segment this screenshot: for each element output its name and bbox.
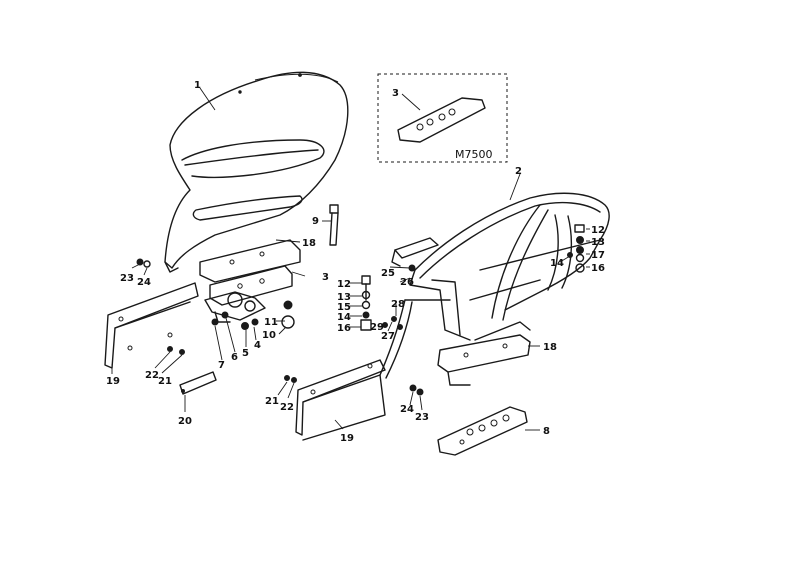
callout-22-mid: 22: [280, 402, 294, 413]
callout-3: 3: [322, 272, 329, 283]
hardware-stack-right: [567, 224, 585, 273]
callout-20: 20: [178, 416, 192, 427]
right-fender: [379, 192, 610, 379]
callout-23-left: 23: [120, 273, 134, 284]
left-shield: [104, 282, 199, 369]
callout-12-right: 12: [591, 225, 605, 236]
callout-24-mid: 24: [400, 404, 414, 415]
callout-19-mid: 19: [340, 433, 354, 444]
callout-19-left: 19: [106, 376, 120, 387]
callout-11: 11: [264, 317, 278, 328]
leader-lines: [111, 87, 590, 431]
callout-7: 7: [218, 360, 225, 371]
callout-17-right: 17: [591, 250, 605, 261]
callout-18-left: 18: [302, 238, 316, 249]
small-bar-20: [179, 371, 217, 395]
left-fender: [164, 71, 349, 273]
callout-23-mid: 23: [415, 412, 429, 423]
callout-21-left: 21: [158, 376, 172, 387]
callout-13-mid: 13: [337, 292, 351, 303]
center-shield: [295, 359, 386, 441]
callout-5: 5: [242, 348, 249, 359]
callout-3-inset: 3: [392, 88, 399, 99]
callout-10: 10: [262, 330, 276, 341]
callout-15-mid: 15: [337, 302, 351, 313]
hardware-stack-mid: [360, 275, 372, 331]
callout-28: 28: [391, 299, 405, 310]
callout-22-left: 22: [145, 370, 159, 381]
inset-box: [377, 73, 508, 163]
callout-24-left: 24: [137, 277, 151, 288]
callout-4: 4: [254, 340, 261, 351]
callout-2: 2: [515, 166, 522, 177]
callout-12-mid: 12: [337, 279, 351, 290]
right-bracket-plate: [437, 334, 531, 386]
callout-26: 26: [400, 277, 414, 288]
left-mount-assembly: [204, 291, 295, 330]
left-base-plate: [209, 265, 293, 306]
callout-13-right: 13: [591, 237, 605, 248]
callout-14-right: 14: [550, 258, 564, 269]
callout-16-mid: 16: [337, 323, 351, 334]
callout-6: 6: [231, 352, 238, 363]
nuts-washers: [136, 258, 424, 396]
callout-25: 25: [381, 268, 395, 279]
callout-14-mid: 14: [337, 312, 351, 323]
callout-1: 1: [194, 80, 201, 91]
step-plate-8: [437, 406, 528, 456]
callout-8: 8: [543, 426, 550, 437]
callout-27: 27: [381, 331, 395, 342]
callout-29: 29: [370, 322, 384, 333]
model-label: M7500: [455, 148, 493, 161]
callout-16-right: 16: [591, 263, 605, 274]
callout-labels: 1 2 3 M7500 18 3 9 11 10 4 5 6 7 23 24 1…: [106, 80, 605, 444]
callout-18-right: 18: [543, 342, 557, 353]
callout-21-mid: 21: [265, 396, 279, 407]
bolt-9: [329, 204, 339, 246]
left-bracket-plate: [199, 239, 301, 283]
callout-9: 9: [312, 216, 319, 227]
